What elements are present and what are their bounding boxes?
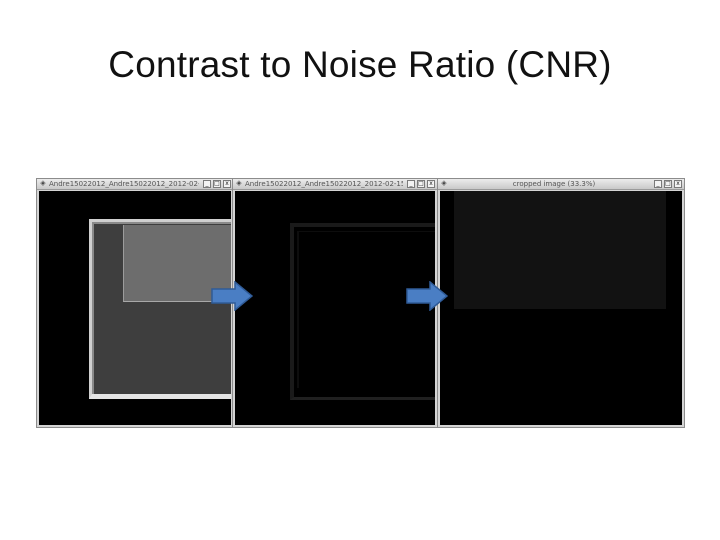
right-arrow-icon bbox=[211, 281, 253, 311]
image-canvas bbox=[39, 191, 231, 425]
right-arrow-shape bbox=[406, 281, 448, 311]
minimize-icon[interactable]: _ bbox=[407, 180, 415, 188]
minimize-icon[interactable]: _ bbox=[654, 180, 662, 188]
window-title: Andre15022012_Andre15022012_2012-02-15_R… bbox=[245, 180, 403, 188]
slide-title: Contrast to Noise Ratio (CNR) bbox=[108, 44, 612, 85]
window-menu-icon[interactable]: ◈ bbox=[441, 180, 447, 187]
image-canvas bbox=[235, 191, 435, 425]
window-menu-icon[interactable]: ◈ bbox=[40, 180, 46, 187]
maximize-icon[interactable]: □ bbox=[664, 180, 672, 188]
image-window-cropped[interactable]: ◈ cropped image (33.3%) _ □ x bbox=[437, 178, 685, 428]
window-title: Andre15022012_Andre15022012_2012-02-15_R… bbox=[49, 180, 199, 188]
close-icon[interactable]: x bbox=[674, 180, 682, 188]
cropped-region bbox=[454, 191, 666, 309]
close-icon[interactable]: x bbox=[427, 180, 435, 188]
edge-outline bbox=[290, 223, 435, 400]
maximize-icon[interactable]: □ bbox=[417, 180, 425, 188]
window-menu-icon[interactable]: ◈ bbox=[236, 180, 242, 187]
image-window-original[interactable]: ◈ Andre15022012_Andre15022012_2012-02-15… bbox=[36, 178, 234, 428]
edge-outline-inner bbox=[297, 231, 435, 388]
window-titlebar[interactable]: ◈ cropped image (33.3%) _ □ x bbox=[438, 179, 684, 190]
close-icon[interactable]: x bbox=[223, 180, 231, 188]
minimize-icon[interactable]: _ bbox=[203, 180, 211, 188]
window-title: cropped image (33.3%) bbox=[512, 180, 596, 188]
maximize-icon[interactable]: □ bbox=[213, 180, 221, 188]
right-arrow-icon bbox=[406, 281, 448, 311]
window-titlebar[interactable]: ◈ Andre15022012_Andre15022012_2012-02-15… bbox=[37, 179, 233, 190]
image-canvas bbox=[440, 191, 682, 425]
window-titlebar[interactable]: ◈ Andre15022012_Andre15022012_2012-02-15… bbox=[233, 179, 437, 190]
right-arrow-shape bbox=[211, 281, 253, 311]
